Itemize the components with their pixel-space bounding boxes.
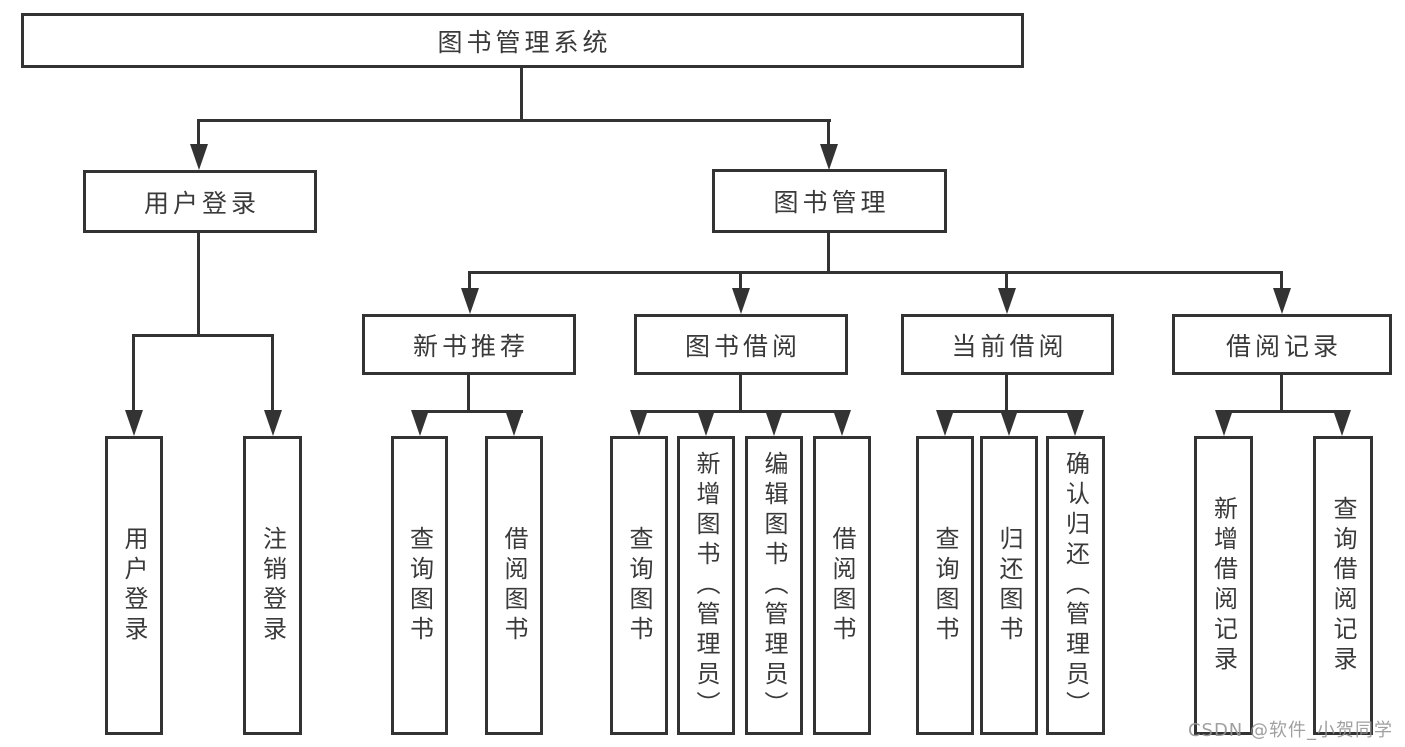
arrowhead-borrow-book-a	[505, 410, 523, 436]
leaf-label: 归还图书	[995, 525, 1023, 646]
arrowhead-book-borrow	[732, 288, 750, 314]
arrowhead-borrow-book-b	[833, 410, 851, 436]
arrowhead-edit-book	[765, 410, 783, 436]
leaf-label: 查询图书	[625, 525, 653, 646]
arrowhead-leaf-logout	[264, 410, 282, 436]
arrowhead-query-borrow-record	[1333, 410, 1351, 436]
node-label: 图书管理系统	[437, 27, 612, 57]
arrowhead-query-book-a	[411, 410, 429, 436]
node-book-management: 图书管理	[712, 169, 947, 233]
leaf-label: 借阅图书	[500, 525, 528, 646]
connector-root-trunk	[520, 68, 523, 122]
node-label: 借阅记录	[1225, 331, 1342, 361]
leaf-borrow-book-a: 借阅图书	[485, 436, 543, 735]
arrowhead-add-borrow-record	[1215, 410, 1233, 436]
leaf-query-book-b: 查询图书	[610, 436, 668, 735]
leaf-label: 注销登录	[258, 525, 287, 646]
arrowhead-leaf-login	[125, 410, 143, 436]
connector-drop-leaf-login	[132, 334, 135, 412]
connector-level1-rail	[198, 119, 831, 122]
node-label: 图书管理	[773, 188, 890, 217]
leaf-label: 查询借阅记录	[1329, 495, 1357, 676]
connector-borrow-record-trunk	[1280, 375, 1283, 413]
connector-book-borrow-trunk	[739, 375, 742, 413]
leaf-return-book: 归还图书	[980, 436, 1038, 735]
csdn-watermark: CSDN @软件_小贺同学	[1187, 720, 1393, 741]
node-label: 用户登录	[143, 188, 260, 218]
node-book-borrowing: 图书借阅	[634, 314, 848, 375]
leaf-query-book-c: 查询图书	[916, 436, 974, 735]
leaf-borrow-book-b: 借阅图书	[813, 436, 871, 735]
arrowhead-user-login	[190, 144, 208, 170]
node-label: 图书借阅	[684, 331, 801, 361]
connector-drop-current-borrow	[1005, 271, 1008, 289]
leaf-label: 编辑图书（管理员）	[760, 450, 788, 721]
connector-user-login-trunk	[197, 233, 200, 337]
node-user-login: 用户登录	[83, 170, 317, 233]
connector-drop-borrow-record	[1280, 271, 1283, 289]
arrowhead-query-book-b	[630, 410, 648, 436]
connector-drop-user-login	[197, 119, 200, 147]
node-library-management-system: 图书管理系统	[21, 13, 1024, 68]
node-label: 新书推荐	[412, 331, 529, 361]
connector-book-management-trunk	[827, 233, 830, 274]
leaf-query-borrow-record: 查询借阅记录	[1313, 436, 1373, 735]
arrowhead-book-management	[820, 144, 838, 170]
leaf-edit-book-admin: 编辑图书（管理员）	[745, 436, 803, 735]
arrowhead-new-book	[461, 288, 479, 314]
connector-new-book-trunk	[467, 375, 470, 413]
connector-user-login-rail	[132, 334, 274, 337]
leaf-label: 新增借阅记录	[1209, 495, 1238, 676]
leaf-label: 新增图书（管理员）	[692, 450, 720, 721]
connector-drop-book-management	[827, 119, 830, 147]
arrowhead-add-book	[697, 410, 715, 436]
node-borrowing-records: 借阅记录	[1172, 314, 1392, 375]
leaf-label: 借阅图书	[828, 525, 856, 646]
connector-drop-leaf-logout	[271, 334, 274, 412]
leaf-label: 查询图书	[405, 525, 434, 646]
node-new-book-recommend: 新书推荐	[362, 314, 576, 375]
arrowhead-borrow-record	[1273, 288, 1291, 314]
arrowhead-query-book-c	[936, 410, 954, 436]
leaf-label: 查询图书	[931, 525, 959, 646]
leaf-add-book-admin: 新增图书（管理员）	[677, 436, 735, 735]
connector-level2-rail	[468, 271, 1283, 274]
leaf-logout: 注销登录	[243, 436, 302, 735]
connector-borrow-record-rail	[1222, 410, 1344, 413]
leaf-user-login: 用户登录	[105, 436, 163, 735]
connector-current-borrow-trunk	[1005, 375, 1008, 413]
leaf-confirm-return-admin: 确认归还（管理员）	[1046, 436, 1105, 735]
node-current-borrowing: 当前借阅	[901, 314, 1114, 375]
node-label: 当前借阅	[951, 331, 1068, 361]
leaf-label: 用户登录	[120, 525, 148, 646]
leaf-label: 确认归还（管理员）	[1061, 450, 1090, 721]
arrowhead-current-borrow	[998, 288, 1016, 314]
leaf-add-borrow-record: 新增借阅记录	[1194, 436, 1253, 735]
leaf-query-book-a: 查询图书	[391, 436, 448, 735]
connector-drop-new-book	[468, 271, 471, 289]
connector-book-borrow-rail	[637, 410, 844, 413]
arrowhead-confirm-return	[1066, 410, 1084, 436]
arrowhead-return-book	[1000, 410, 1018, 436]
connector-drop-book-borrow	[739, 271, 742, 289]
connector-new-book-rail	[412, 410, 523, 413]
